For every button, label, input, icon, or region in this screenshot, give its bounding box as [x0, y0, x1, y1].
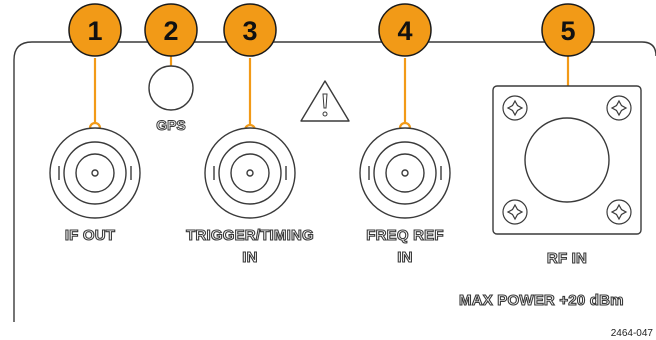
callout-5: 5 — [541, 3, 595, 57]
trigger-timing-in-connector — [204, 127, 296, 219]
torx-screw-icon — [502, 95, 528, 121]
rf-in-label: RF IN — [547, 250, 587, 267]
bnc-pin — [401, 169, 409, 177]
bnc-pin — [91, 169, 99, 177]
warning-triangle-icon — [300, 80, 350, 122]
freq-ref-in-connector — [359, 127, 451, 219]
callout-circle-4 — [378, 3, 432, 57]
freq-ref-label-line2: IN — [397, 249, 412, 266]
if-out-label: IF OUT — [65, 227, 115, 244]
callout-3: 3 — [223, 3, 277, 57]
rf-in-connector — [492, 85, 642, 235]
if-out-connector — [49, 127, 141, 219]
callout-4: 4 — [378, 3, 432, 57]
figure-id: 2464-047 — [611, 328, 654, 339]
callout-number-3: 3 — [242, 16, 257, 46]
n-type-connector-icon — [524, 117, 610, 203]
gps-jack-icon — [148, 65, 194, 111]
trigger-timing-label-line1: TRIGGER/TIMING — [186, 227, 314, 244]
callout-number-2: 2 — [163, 16, 178, 46]
rf-in-screws — [502, 95, 632, 225]
callout-circle-3 — [223, 3, 277, 57]
callout-2: 2 — [144, 3, 198, 57]
torx-screw-icon — [606, 95, 632, 121]
callout-circle-5 — [541, 3, 595, 57]
callout-number-5: 5 — [560, 16, 575, 46]
trigger-timing-label-line2: IN — [242, 249, 257, 266]
torx-screw-icon — [502, 199, 528, 225]
callout-circle-1 — [68, 3, 122, 57]
callout-circle-2 — [144, 3, 198, 57]
bnc-pin — [246, 169, 254, 177]
gps-connector: GPS — [148, 65, 194, 134]
freq-ref-label-line1: FREQ REF — [366, 227, 443, 244]
callout-number-1: 1 — [87, 16, 102, 46]
callout-number-4: 4 — [397, 16, 412, 46]
torx-screw-icon — [606, 199, 632, 225]
gps-label: GPS — [156, 117, 186, 133]
panel-outline — [13, 41, 642, 322]
callout-1: 1 — [68, 3, 122, 57]
panel-right-edge — [641, 41, 656, 57]
max-power-label: MAX POWER +20 dBm — [459, 292, 624, 309]
